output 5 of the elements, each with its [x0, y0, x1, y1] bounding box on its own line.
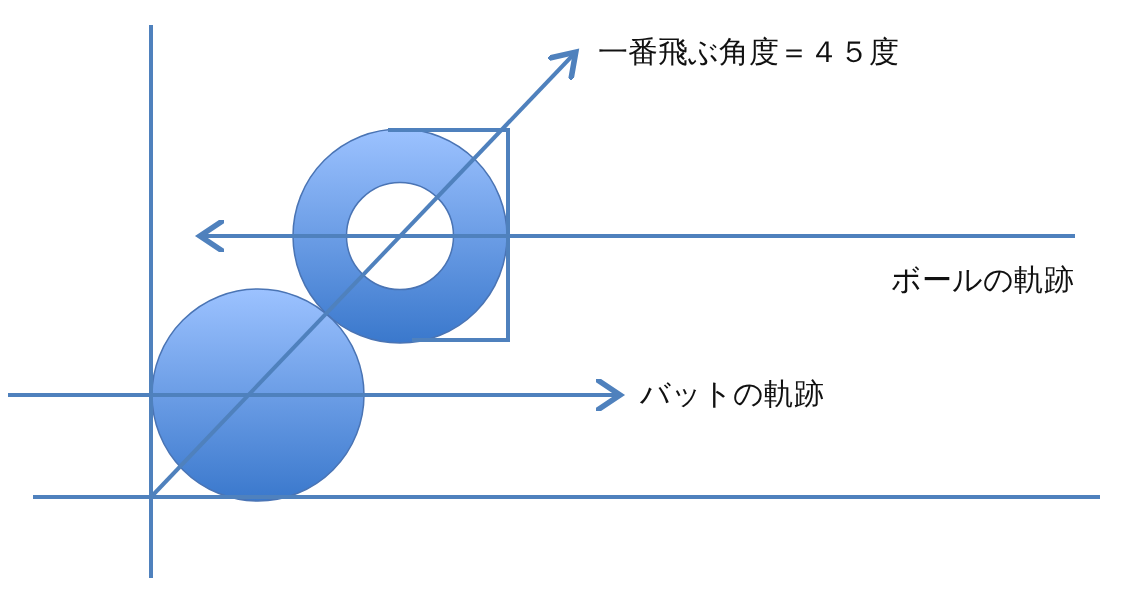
annotation-text: ボールの軌跡	[891, 262, 1074, 298]
annotation-text: バットの軌跡	[640, 376, 824, 412]
disc-shape	[151, 288, 365, 502]
ring-shape	[292, 128, 508, 344]
annotation-text: 一番飛ぶ角度＝４５度	[598, 34, 899, 70]
